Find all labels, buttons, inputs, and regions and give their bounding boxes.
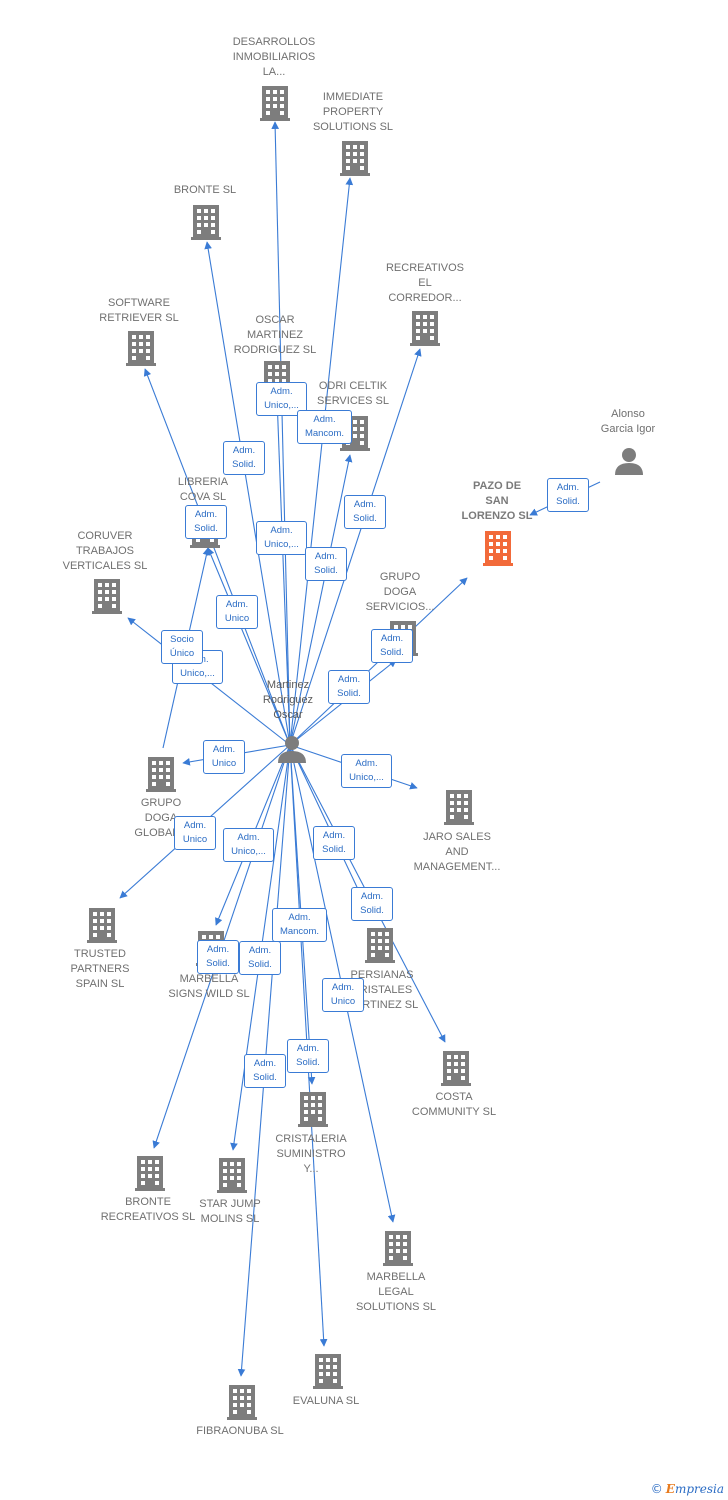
- empresia-logo: ©Empresia: [651, 1482, 724, 1496]
- edge-label-martinez-to-immediate[interactable]: Adm. Mancom.: [297, 410, 352, 444]
- node-label-martinez[interactable]: Martinez Rodriguez Oscar: [262, 679, 314, 721]
- node-label-marbella_signs[interactable]: MARBELLA SIGNS WILD SL: [168, 973, 250, 1000]
- node-label-alonso[interactable]: Alonso Garcia Igor: [600, 408, 656, 435]
- edge-label-martinez-to-fibraonuba[interactable]: Adm. Solid.: [244, 1054, 286, 1088]
- edge-martinez-to-bronte: [204, 241, 291, 746]
- edge-martinez-to-odri: [289, 454, 353, 746]
- edge-label-martinez-to-recreativos_corredor[interactable]: Adm. Solid.: [344, 495, 386, 529]
- edge-label-martinez-to-persianas[interactable]: Adm. Solid.: [313, 826, 355, 860]
- edge-martinez-to-recreativos_corredor: [289, 348, 422, 746]
- building-icon-persianas[interactable]: [365, 928, 395, 963]
- node-label-star_jump[interactable]: STAR JUMP MOLINS SL: [199, 1198, 261, 1225]
- edge-label-martinez-to-libreria[interactable]: Adm. Solid.: [185, 505, 227, 539]
- edge-martinez-to-immediate: [289, 177, 354, 746]
- edge-label-martinez-to-bronte_recreativos[interactable]: Adm. Solid.: [197, 940, 239, 974]
- edge-label-martinez-to-odri[interactable]: Adm. Solid.: [305, 547, 347, 581]
- focus-building-icon[interactable]: [483, 531, 513, 566]
- edge-martinez-to-software: [143, 368, 291, 746]
- node-label-bronte_recreativos[interactable]: BRONTE RECREATIVOS SL: [100, 1196, 196, 1223]
- edge-label-martinez-to-pazo[interactable]: Adm. Solid.: [328, 670, 370, 704]
- node-label-marbella_legal[interactable]: MARBELLA LEGAL SOLUTIONS SL: [355, 1271, 437, 1313]
- node-label-cristaleria[interactable]: CRISTALERIA SUMINISTRO Y...: [275, 1133, 347, 1175]
- building-icon-fibraonuba[interactable]: [227, 1385, 257, 1420]
- edge-label-martinez-to-software[interactable]: Adm. Unico: [216, 595, 258, 629]
- edge-label-martinez-to-grupo_doga_global[interactable]: Adm. Unico: [203, 740, 245, 774]
- edge-label-martinez-to-cristaleria[interactable]: Adm. Mancom.: [272, 908, 327, 942]
- building-icon-trusted[interactable]: [87, 908, 117, 943]
- edge-label-martinez-to-grupo_doga_servicios[interactable]: Adm. Solid.: [371, 629, 413, 663]
- node-label-trusted[interactable]: TRUSTED PARTNERS SPAIN SL: [70, 948, 130, 990]
- building-icon-evaluna[interactable]: [313, 1354, 343, 1389]
- node-label-recreativos_corredor[interactable]: RECREATIVOS EL CORREDOR...: [385, 262, 465, 304]
- building-icon-software[interactable]: [126, 331, 156, 366]
- node-label-oscar_martinez[interactable]: OSCAR MARTINEZ RODRIGUEZ SL: [233, 314, 317, 356]
- node-label-libreria[interactable]: LIBRERIA COVA SL: [177, 476, 229, 503]
- building-icon-marbella_legal[interactable]: [383, 1231, 413, 1266]
- edge-martinez-to-desarrollos: [271, 121, 291, 746]
- building-icon-grupo_doga_global[interactable]: [146, 757, 176, 792]
- node-label-coruver[interactable]: CORUVER TRABAJOS VERTICALES SL: [62, 530, 148, 572]
- node-label-costa[interactable]: COSTA COMMUNITY SL: [411, 1091, 497, 1118]
- building-icon-costa[interactable]: [441, 1051, 471, 1086]
- edge-label-alonso-to-pazo[interactable]: Adm. Solid.: [547, 478, 589, 512]
- node-label-jaro[interactable]: JARO SALES AND MANAGEMENT...: [413, 831, 501, 873]
- brand-name: mpresia: [674, 1482, 724, 1496]
- edge-martinez-to-oscar_martinez: [273, 396, 291, 746]
- edge-label-martinez-to-bronte[interactable]: Adm. Solid.: [223, 441, 265, 475]
- node-label-fibraonuba[interactable]: FIBRAONUBA SL: [196, 1425, 284, 1437]
- edge-label-martinez-to-desarrollos[interactable]: Adm. Unico,...: [256, 382, 307, 416]
- building-icon-immediate[interactable]: [340, 141, 370, 176]
- building-icon-cristaleria[interactable]: [298, 1092, 328, 1127]
- building-icon-jaro[interactable]: [444, 790, 474, 825]
- building-icon-bronte_recreativos[interactable]: [135, 1156, 165, 1191]
- building-icon-bronte[interactable]: [191, 205, 221, 240]
- edge-label-grupo_doga_global-to-libreria[interactable]: Socio Único: [161, 630, 203, 664]
- building-icon-coruver[interactable]: [92, 579, 122, 614]
- node-label-odri[interactable]: ODRI CELTIK SERVICES SL: [317, 380, 389, 407]
- edge-martinez-to-libreria: [207, 547, 291, 746]
- person-icon-alonso[interactable]: [615, 448, 643, 475]
- edge-label-martinez-to-evaluna[interactable]: Adm. Solid.: [287, 1039, 329, 1073]
- edge-label-martinez-to-marbella_signs[interactable]: Adm. Unico,...: [223, 828, 274, 862]
- edge-label-martinez-to-jaro[interactable]: Adm. Unico,...: [341, 754, 392, 788]
- node-label-desarrollos[interactable]: DESARROLLOS INMOBILIARIOS LA...: [232, 36, 316, 78]
- edge-label-martinez-to-trusted[interactable]: Adm. Unico: [174, 816, 216, 850]
- brand-e: E: [665, 1482, 675, 1496]
- nodes-layer: [87, 86, 643, 1420]
- node-label-pazo[interactable]: PAZO DE SAN LORENZO SL: [461, 480, 533, 522]
- node-label-bronte[interactable]: BRONTE SL: [173, 184, 237, 196]
- edge-label-martinez-to-oscar_martinez[interactable]: Adm. Unico,...: [256, 521, 307, 555]
- edge-label-martinez-to-marbella_legal[interactable]: Adm. Unico: [322, 978, 364, 1012]
- edge-label-martinez-to-costa[interactable]: Adm. Solid.: [351, 887, 393, 921]
- building-icon-recreativos_corredor[interactable]: [410, 311, 440, 346]
- copyright-icon: ©: [650, 1482, 663, 1496]
- node-label-grupo_doga_servicios[interactable]: GRUPO DOGA SERVICIOS...: [365, 571, 435, 613]
- node-label-evaluna[interactable]: EVALUNA SL: [292, 1395, 360, 1407]
- node-label-immediate[interactable]: IMMEDIATE PROPERTY SOLUTIONS SL: [312, 91, 394, 133]
- node-label-software[interactable]: SOFTWARE RETRIEVER SL: [99, 297, 179, 324]
- edge-label-martinez-to-star_jump[interactable]: Adm. Solid.: [239, 941, 281, 975]
